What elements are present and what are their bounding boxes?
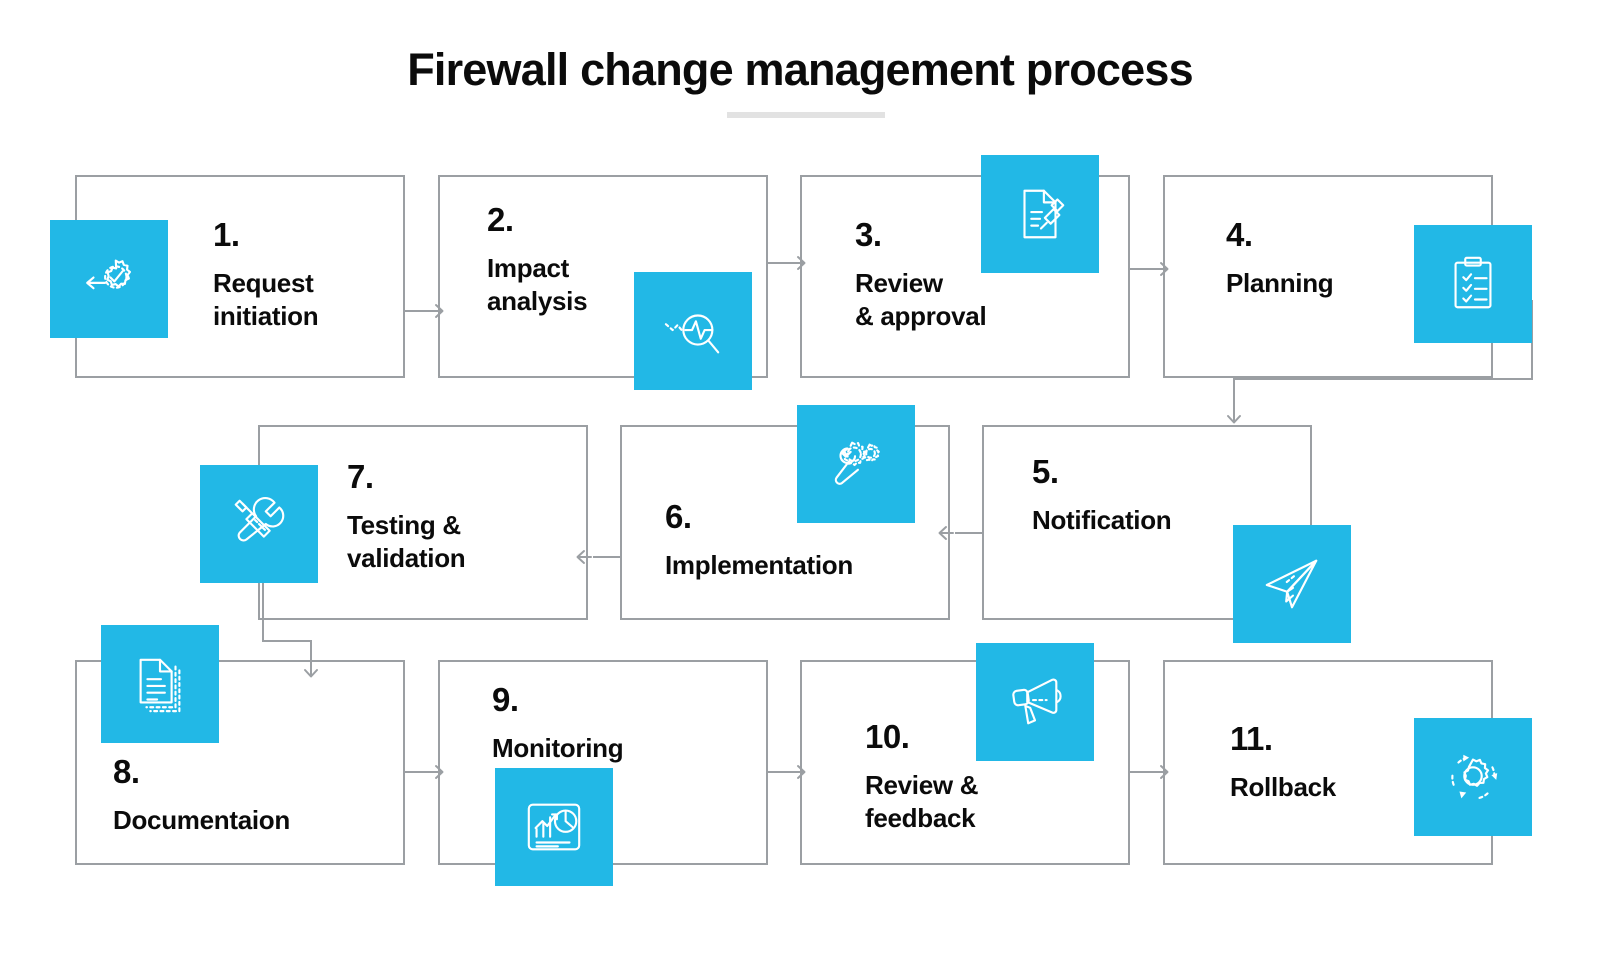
connector-3-to-4 <box>1130 268 1158 270</box>
connector-5-to-6 <box>955 532 982 534</box>
wrench-gears-icon <box>834 441 880 485</box>
step-label-1: Request initiation <box>213 267 319 331</box>
document-lines-icon <box>139 658 181 713</box>
step-icon-6[interactable] <box>797 405 915 523</box>
step-text-9: 9. Monitoring <box>492 681 722 765</box>
step-icon-5[interactable] <box>1233 525 1351 643</box>
step-label-10: Review & feedback <box>865 769 979 833</box>
connector-1-to-2 <box>405 310 433 312</box>
step-number-1: 1. <box>213 216 240 253</box>
connector-4-to-5-horizontal <box>1233 378 1533 380</box>
arrow-10-to-11 <box>1153 762 1171 782</box>
gear-rotate-icon <box>1451 754 1498 800</box>
step-icon-4[interactable] <box>1414 225 1532 343</box>
step-icon-1[interactable] <box>50 220 168 338</box>
step-label-2: Impact analysis <box>487 252 588 316</box>
step-icon-11[interactable] <box>1414 718 1532 836</box>
magnifier-pulse-icon <box>664 314 720 354</box>
step-number-8: 8. <box>113 753 140 790</box>
step-box-8[interactable] <box>75 660 405 865</box>
clipboard-checklist-icon <box>1454 256 1492 309</box>
arrow-9-to-10 <box>790 762 808 782</box>
step-label-4: Planning <box>1226 267 1334 298</box>
connector-6-to-7 <box>593 556 620 558</box>
step-text-11: 11. Rollback <box>1230 720 1430 804</box>
step-text-3: 3. Review & approval <box>855 216 1075 333</box>
arrow-8-to-9 <box>428 762 446 782</box>
step-text-7: 7. Testing & validation <box>347 458 547 575</box>
step-number-10: 10. <box>865 718 910 755</box>
step-box-6[interactable] <box>620 425 950 620</box>
connector-7-to-8-horizontal <box>262 640 312 642</box>
step-number-3: 3. <box>855 216 882 253</box>
step-text-2: 2. Impact analysis <box>487 201 677 318</box>
step-number-6: 6. <box>665 498 692 535</box>
step-icon-10[interactable] <box>976 643 1094 761</box>
step-number-4: 4. <box>1226 216 1253 253</box>
step-label-7: Testing & validation <box>347 509 466 573</box>
paper-plane-icon <box>1265 559 1318 609</box>
connector-7-to-8-vertical-down <box>310 640 312 670</box>
step-number-5: 5. <box>1032 453 1059 490</box>
arrow-3-to-4 <box>1153 259 1171 279</box>
step-icon-2[interactable] <box>634 272 752 390</box>
step-text-1: 1. Request initiation <box>213 216 403 333</box>
arrow-4-to-5 <box>1224 408 1244 428</box>
connector-4-to-5-vertical-down <box>1233 378 1235 416</box>
connector-2-to-3 <box>768 262 796 264</box>
title-divider <box>727 112 885 118</box>
page-title: Firewall change management process <box>407 44 1193 95</box>
step-icon-9[interactable] <box>495 768 613 886</box>
arrow-5-to-6 <box>936 523 954 543</box>
step-text-4: 4. Planning <box>1226 216 1426 300</box>
step-box-5[interactable] <box>982 425 1312 620</box>
step-label-9: Monitoring <box>492 732 624 763</box>
step-box-3[interactable] <box>800 175 1130 378</box>
step-text-5: 5. Notification <box>1032 453 1272 537</box>
step-label-8: Documentaion <box>113 804 290 835</box>
step-icon-3[interactable] <box>981 155 1099 273</box>
step-text-8: 8. Documentaion <box>113 753 373 837</box>
step-icon-8[interactable] <box>101 625 219 743</box>
step-box-10[interactable] <box>800 660 1130 865</box>
arrow-6-to-7 <box>574 547 592 567</box>
arrow-1-to-2 <box>428 301 446 321</box>
arrow-7-to-8 <box>301 662 321 682</box>
step-label-11: Rollback <box>1230 771 1336 802</box>
step-number-9: 9. <box>492 681 519 718</box>
gear-check-arrow-icon <box>86 259 131 290</box>
step-label-5: Notification <box>1032 504 1172 535</box>
arrow-2-to-3 <box>790 253 808 273</box>
connector-8-to-9 <box>405 771 433 773</box>
step-label-6: Implementation <box>665 549 853 580</box>
step-number-2: 2. <box>487 201 514 238</box>
connector-7-to-8-vertical-up <box>262 560 264 642</box>
document-gavel-icon <box>1023 189 1065 239</box>
connector-10-to-11 <box>1130 771 1158 773</box>
megaphone-icon <box>1012 678 1062 725</box>
dashboard-chart-icon <box>527 803 581 851</box>
step-label-3: Review & approval <box>855 267 987 331</box>
step-icon-7[interactable] <box>200 465 318 583</box>
step-text-10: 10. Review & feedback <box>865 718 1065 835</box>
step-text-6: 6. Implementation <box>665 498 945 582</box>
step-box-2[interactable] <box>438 175 768 378</box>
wrench-screwdriver-icon <box>234 496 285 542</box>
step-number-7: 7. <box>347 458 374 495</box>
connector-9-to-10 <box>768 771 796 773</box>
connector-4-to-5-vertical-right <box>1531 300 1533 380</box>
step-number-11: 11. <box>1230 720 1273 757</box>
